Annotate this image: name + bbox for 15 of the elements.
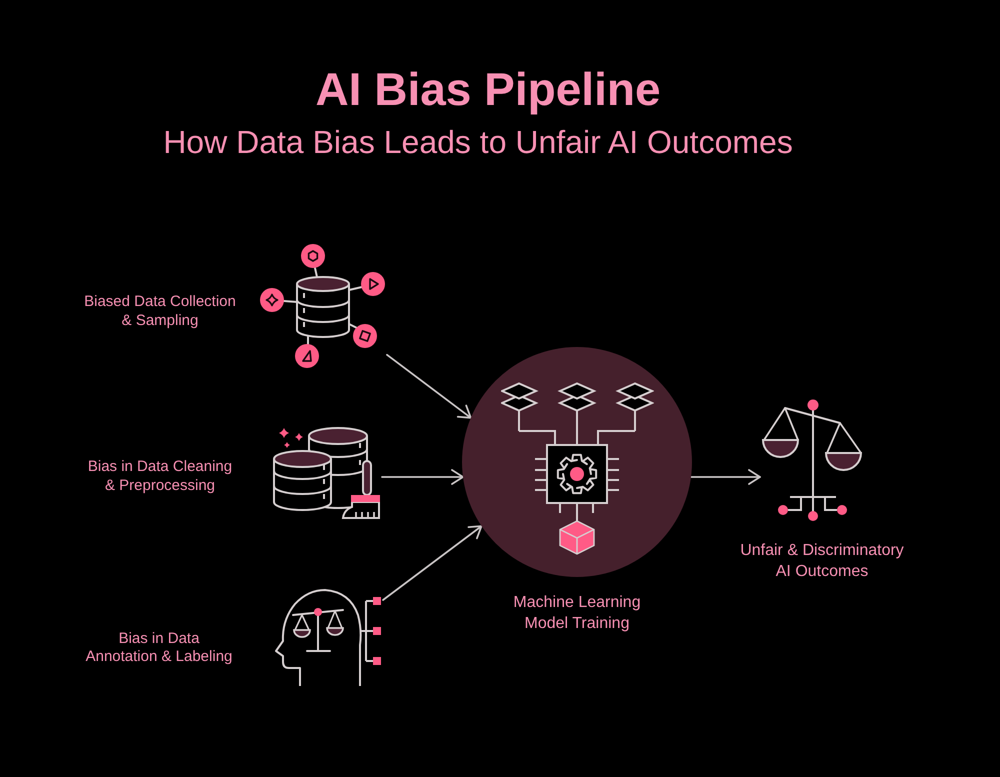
arrow xyxy=(381,469,464,485)
stage-label: Unfair & Discriminatory AI Outcomes xyxy=(739,541,905,582)
database-icon xyxy=(259,243,387,370)
arrow xyxy=(382,525,482,601)
arrow xyxy=(690,469,761,485)
arrow xyxy=(386,354,472,419)
stage-label: Bias in Data Annotation & Labeling xyxy=(84,630,234,666)
subtitle: How Data Bias Leads to Unfair AI Outcomes xyxy=(162,123,794,161)
database-brush-icon xyxy=(271,426,382,521)
stage-label: Machine Learning Model Training xyxy=(512,593,642,634)
head-scales-icon xyxy=(273,587,383,687)
stage-label: Biased Data Collection & Sampling xyxy=(83,292,237,330)
stage-label: Bias in Data Cleaning & Preprocessing xyxy=(86,457,234,495)
title: AI Bias Pipeline xyxy=(314,62,662,117)
scales-icon xyxy=(760,398,864,522)
